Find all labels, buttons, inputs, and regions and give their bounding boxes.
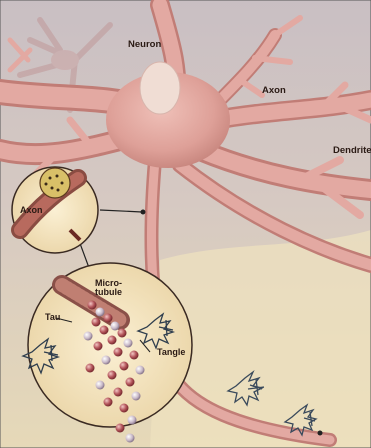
label-axon-inset: Axon [20, 206, 43, 215]
label-tangle: Tangle [157, 348, 185, 357]
tangle-pointer-dot [318, 431, 323, 436]
label-dendrite: Dendrite [333, 146, 371, 156]
axon-pointer-dot [141, 210, 146, 215]
label-tau: Tau [45, 313, 60, 322]
nucleus [140, 62, 180, 114]
label-axon: Axon [262, 86, 286, 96]
label-neuron: Neuron [128, 40, 161, 50]
label-microtubule: Micro- tubule [95, 279, 122, 298]
